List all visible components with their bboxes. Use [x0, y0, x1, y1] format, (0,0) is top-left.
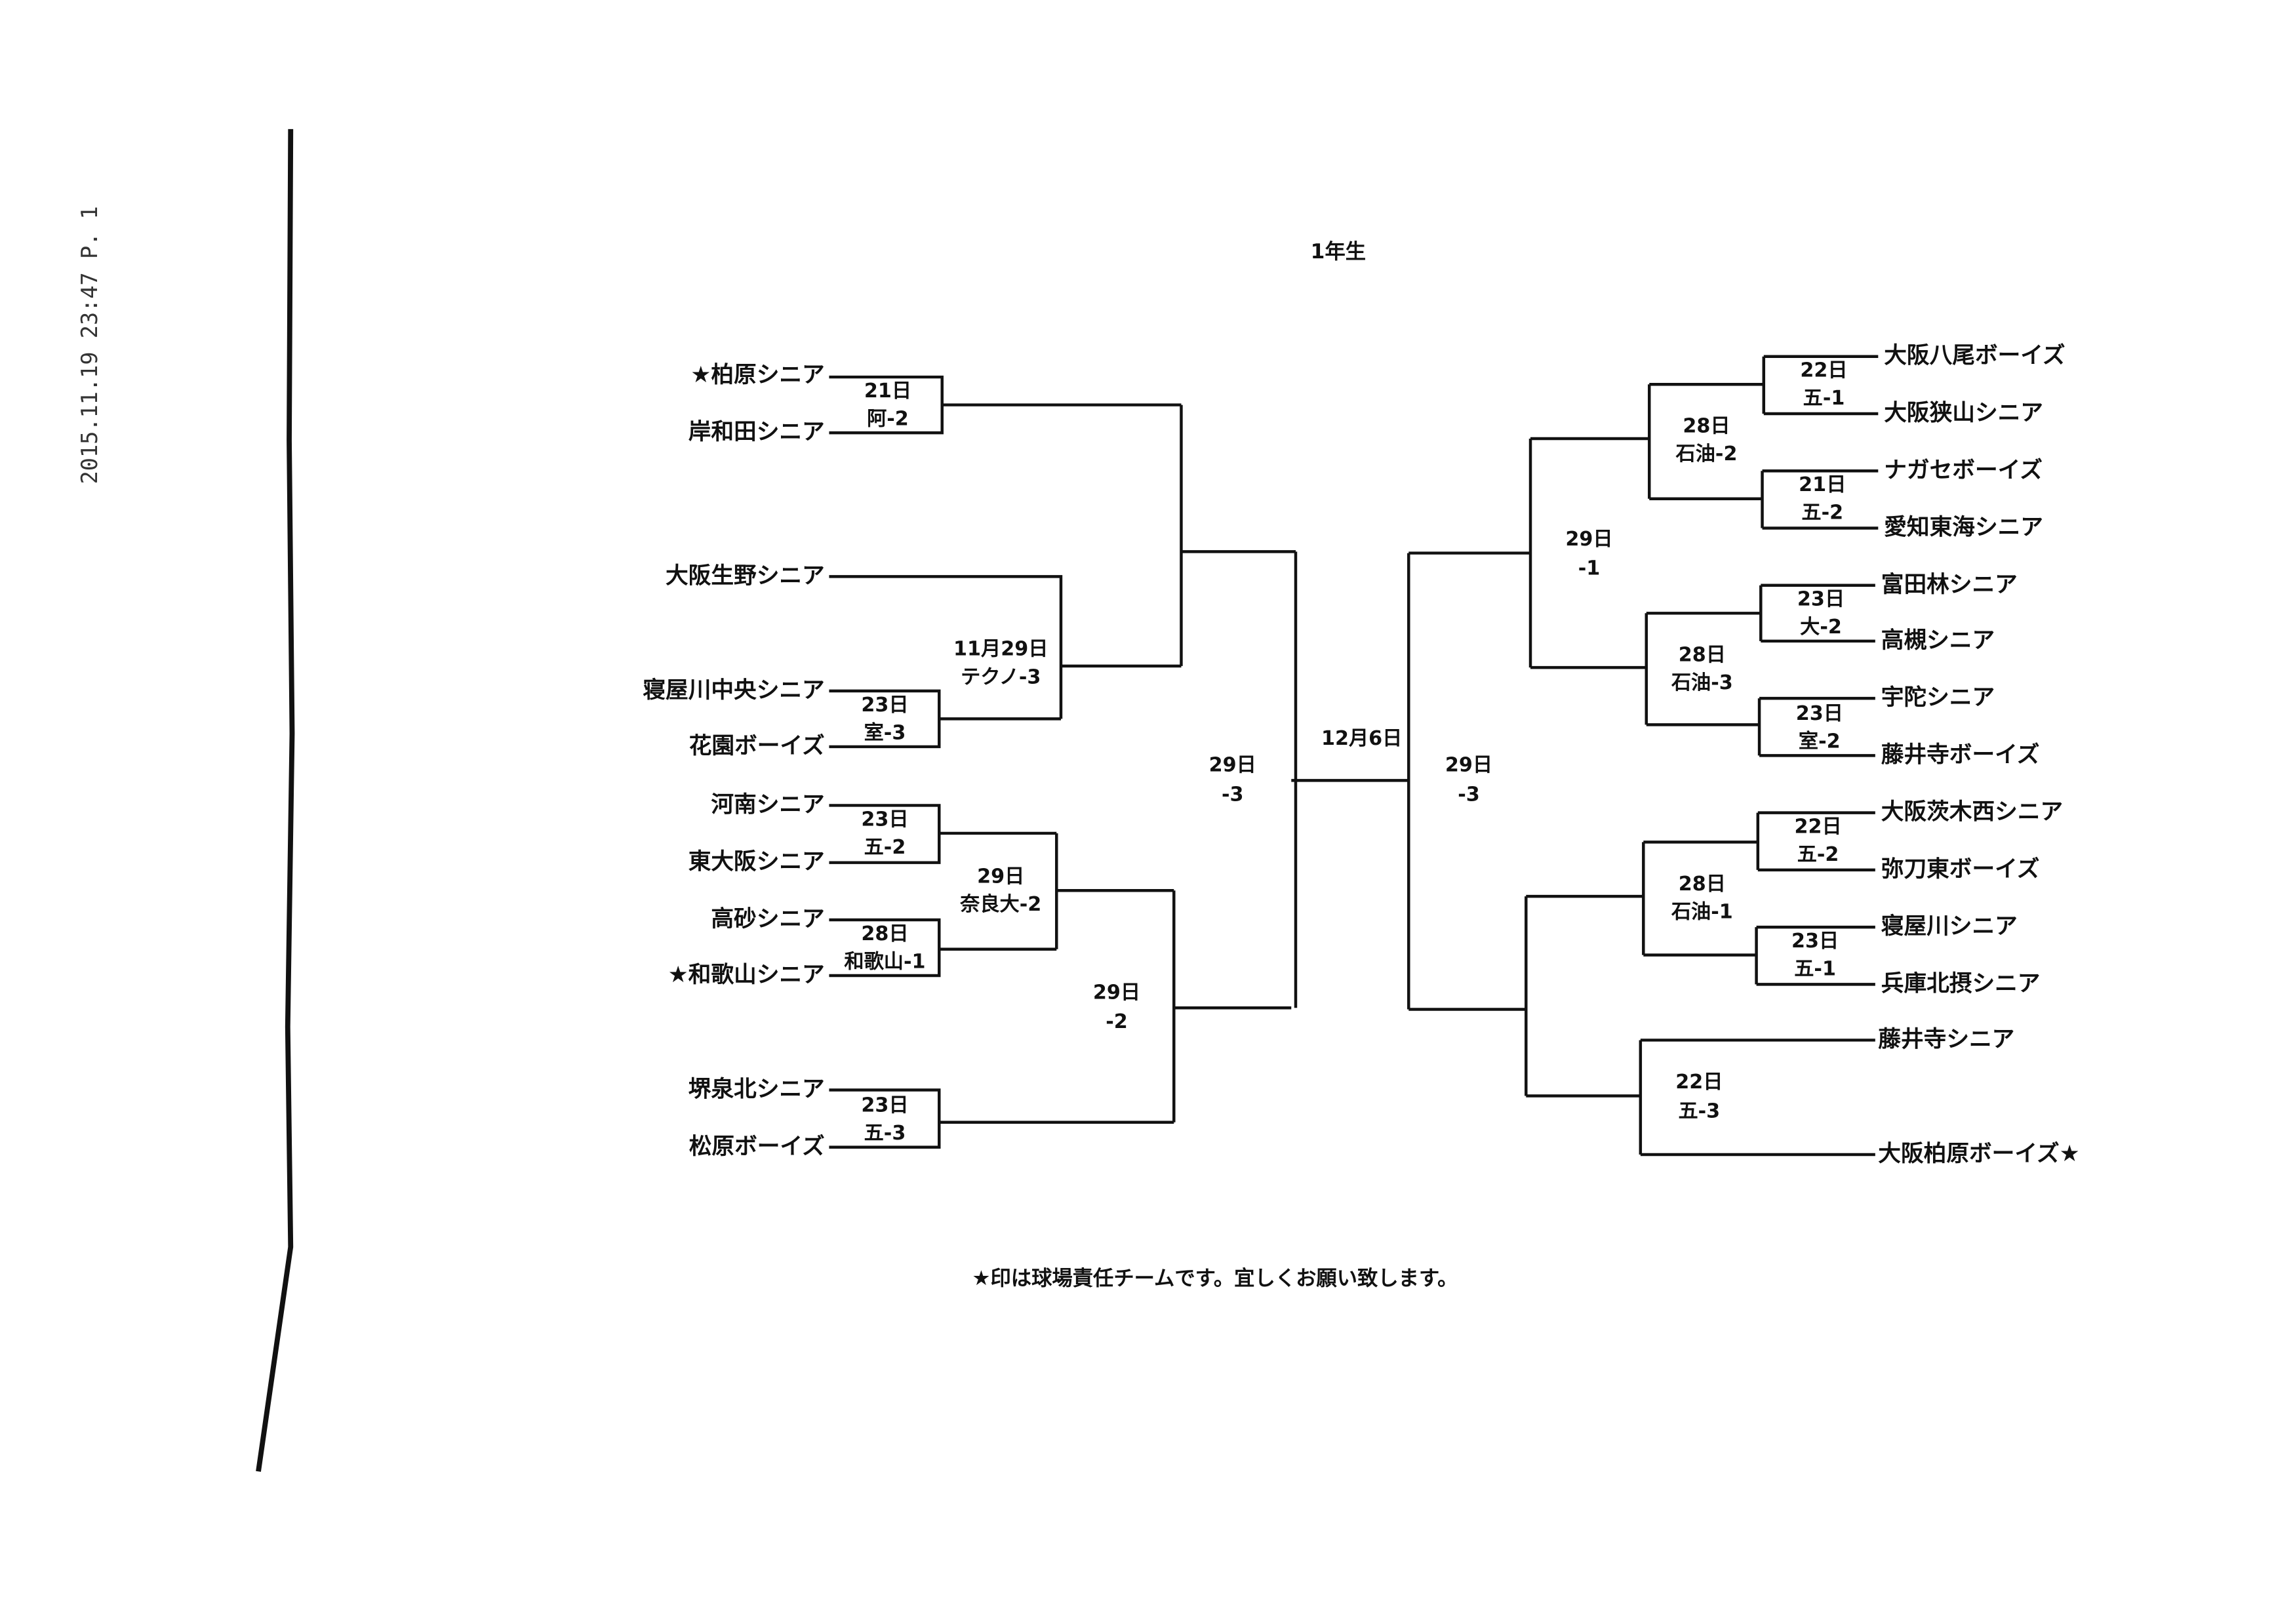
team-name: 岸和田シニア [688, 419, 825, 445]
team-name: 弥刀東ボーイズ [1881, 856, 2040, 882]
team-name: 兵庫北摂シニア [1881, 970, 2041, 997]
team-name: 花園ボーイズ [689, 732, 825, 759]
team-name: 松原ボーイズ [689, 1133, 825, 1160]
match-date: 11月29日 [953, 638, 1048, 661]
match-venue: -1 [1578, 557, 1601, 580]
match-date: 28日 [1679, 644, 1726, 667]
team-name: 宇陀シニア [1881, 684, 1995, 711]
match-date: 29日 [1445, 754, 1492, 777]
match-date: 23日 [1796, 702, 1843, 725]
match-date: 22日 [1675, 1071, 1723, 1094]
match-venue: 五-1 [1803, 387, 1845, 410]
match-date: 29日 [1209, 754, 1256, 777]
team-name: 堺泉北シニア [688, 1077, 825, 1103]
match-venue: 五-3 [1678, 1100, 1720, 1123]
final-date: 12月6日 [1321, 727, 1402, 750]
team-name: ★柏原シニア [690, 362, 824, 388]
match-venue: 石油-2 [1675, 443, 1738, 465]
match-venue: -3 [1458, 783, 1480, 806]
match-date: 22日 [1800, 359, 1847, 382]
match-venue: テクノ-3 [961, 665, 1041, 688]
right-bracket-lines [1407, 355, 1879, 1157]
team-name: 寝屋川シニア [1881, 913, 2018, 940]
team-name: 大阪生野シニア [666, 563, 825, 589]
match-venue: 五-2 [1801, 502, 1843, 525]
match-date: 21日 [1799, 473, 1846, 496]
match-venue: 五-2 [1797, 843, 1839, 866]
team-name: 大阪八尾ボーイズ [1884, 342, 2065, 369]
team-name: 高槻シニア [1881, 627, 1995, 654]
footer-note: ★印は球場責任チームです。宜しくお願い致します。 [972, 1267, 1458, 1290]
match-date: 29日 [977, 865, 1024, 888]
match-date: 23日 [861, 694, 908, 717]
match-date: 23日 [1797, 588, 1845, 611]
match-date: 22日 [1794, 815, 1841, 838]
match-venue: 石油-1 [1671, 900, 1733, 923]
left-match-labels: 21日 阿-2 23日 室-3 11月29日 テクノ-3 23日 五-2 28日… [844, 380, 1256, 1145]
match-date: 28日 [861, 922, 908, 945]
match-venue: 室-3 [864, 721, 906, 744]
page-title: 1年生 [1311, 240, 1366, 264]
match-venue: 和歌山-1 [844, 950, 925, 973]
team-name: 大阪柏原ボーイズ★ [1878, 1140, 2079, 1167]
team-name: 河南シニア [711, 791, 824, 818]
team-name: 藤井寺シニア [1878, 1026, 2014, 1052]
team-name: 寝屋川中央シニア [643, 677, 824, 703]
match-date: 23日 [861, 1094, 908, 1117]
match-venue: 奈良大-2 [959, 892, 1041, 916]
team-name: ★和歌山シニア [668, 962, 825, 988]
match-date: 23日 [861, 808, 908, 831]
match-date: 28日 [1679, 873, 1726, 896]
match-venue: 大-2 [1800, 616, 1842, 639]
team-name: 富田林シニア [1881, 571, 2018, 598]
match-date: 28日 [1683, 415, 1730, 438]
match-date: 23日 [1791, 930, 1839, 953]
match-venue: 五-3 [864, 1122, 906, 1145]
left-team-list: ★柏原シニア 岸和田シニア 大阪生野シニア 寝屋川中央シニア 花園ボーイズ 河南… [643, 362, 824, 1160]
team-name: 東大阪シニア [688, 849, 825, 875]
match-date: 29日 [1093, 981, 1140, 1004]
team-name: 高砂シニア [711, 906, 824, 932]
team-name: 愛知東海シニア [1884, 515, 2043, 541]
match-venue: -3 [1222, 783, 1244, 806]
match-venue: 五-1 [1794, 958, 1836, 981]
team-name: ナガセボーイズ [1884, 456, 2043, 483]
team-name: 藤井寺ボーイズ [1881, 741, 2040, 768]
team-name: 大阪狭山シニア [1884, 400, 2043, 426]
right-match-labels: 22日 五-1 21日 五-2 28日 石油-2 23日 大-2 23日 室-2… [1445, 359, 1848, 1123]
match-venue: 阿-2 [867, 407, 909, 430]
match-venue: 室-2 [1799, 730, 1841, 753]
match-date: 21日 [864, 380, 911, 403]
team-name: 大阪茨木西シニア [1881, 799, 2063, 825]
match-venue: 五-2 [864, 836, 906, 859]
binding-edge-line [256, 129, 295, 1472]
fax-timestamp: 2015.11.19 23:47 P. 1 [77, 206, 102, 484]
left-bracket-lines [829, 375, 1409, 1149]
match-venue: -2 [1106, 1010, 1128, 1033]
match-date: 29日 [1565, 528, 1612, 551]
right-team-list: 大阪八尾ボーイズ 大阪狭山シニア ナガセボーイズ 愛知東海シニア 富田林シニア … [1878, 342, 2079, 1167]
match-venue: 石油-3 [1671, 671, 1733, 694]
